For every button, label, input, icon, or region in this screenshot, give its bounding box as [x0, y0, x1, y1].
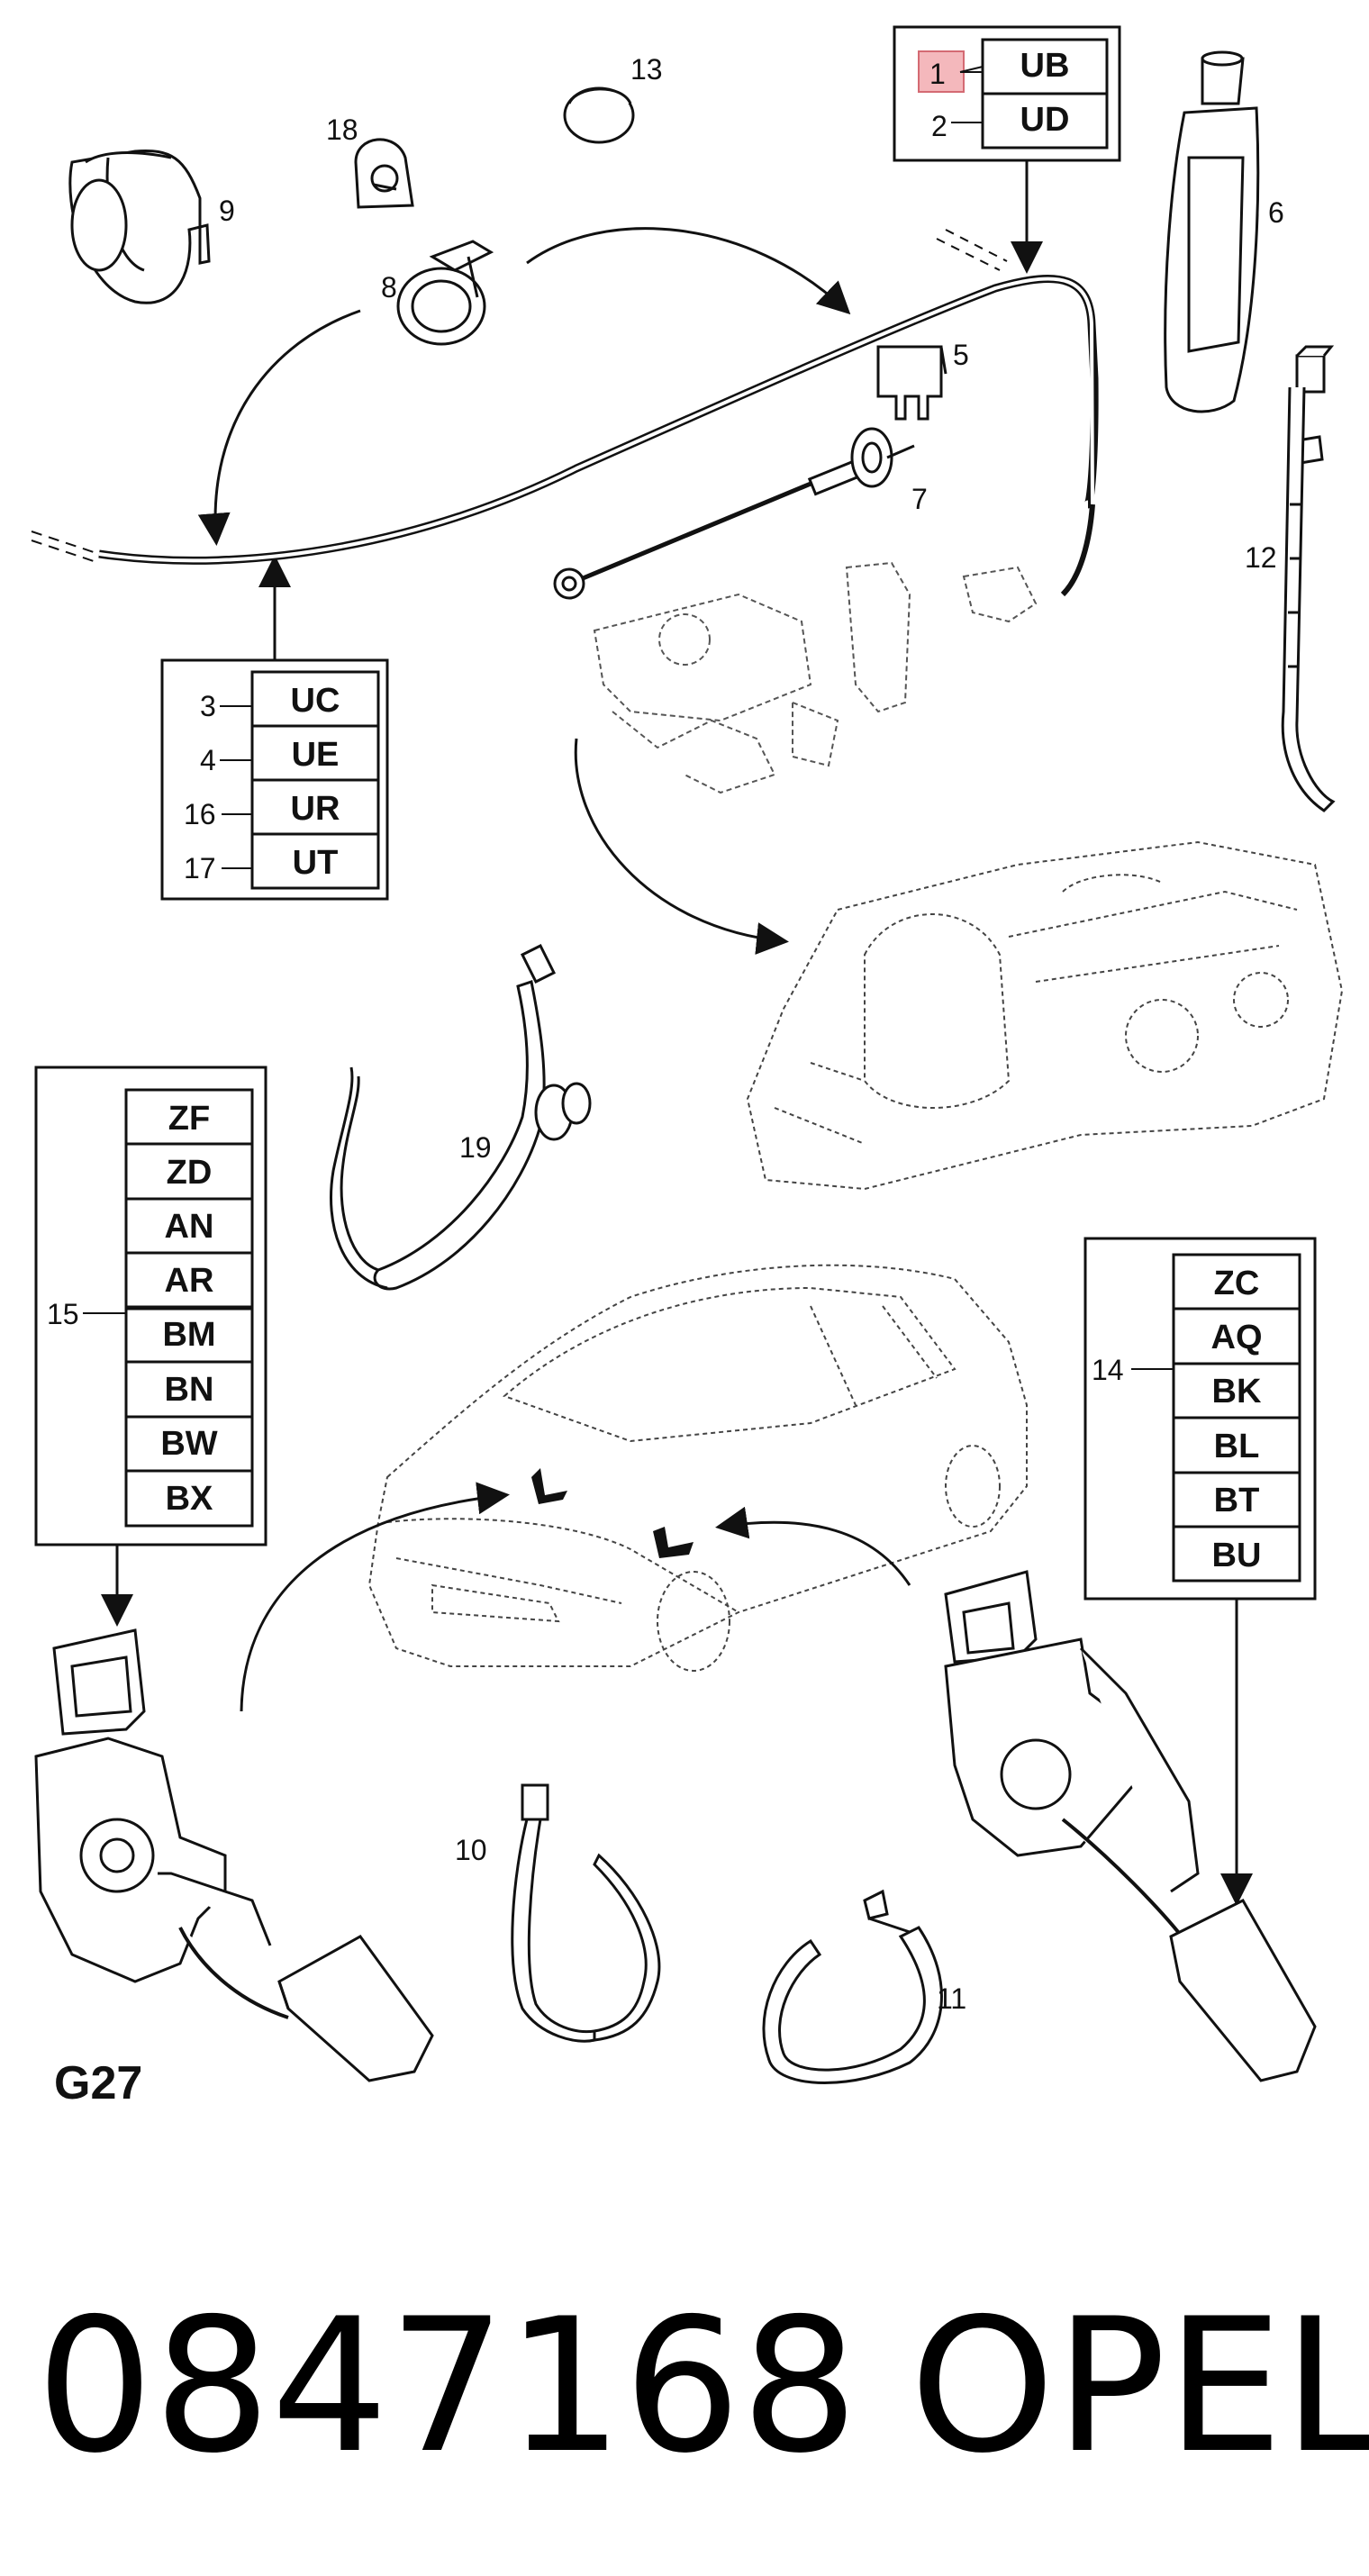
grease-tube-6	[1164, 50, 1260, 413]
callout-16: 16	[184, 798, 216, 830]
clip-9	[68, 150, 211, 304]
arrow-clip-to-cable	[197, 309, 361, 546]
callout-5: 5	[953, 339, 969, 371]
wiring-harness-19	[330, 943, 592, 1291]
throttle-cable	[31, 229, 1099, 597]
callout-11: 11	[937, 1982, 966, 2015]
throttle-brackets	[593, 561, 1038, 794]
clip-18	[354, 138, 414, 209]
code-UR: UR	[291, 790, 340, 828]
code-box-right: ZC AQ BK BL BT BU 14	[1083, 1237, 1317, 1906]
cable-tie-10	[511, 1783, 661, 2043]
pedal-mark-right	[653, 1527, 694, 1558]
code-BN: BN	[165, 1371, 214, 1409]
code-AR: AR	[165, 1262, 214, 1300]
clip-5	[876, 345, 947, 421]
code-BL: BL	[1214, 1428, 1260, 1465]
code-UB: UB	[1020, 47, 1070, 85]
arrow-clip8-to-cable	[526, 227, 851, 315]
code-AQ: AQ	[1211, 1319, 1263, 1356]
callout-14: 14	[1092, 1354, 1124, 1386]
code-BM: BM	[162, 1316, 215, 1354]
accelerator-pedal-left	[34, 1628, 434, 2082]
callout-13: 13	[630, 53, 663, 86]
code-BK: BK	[1212, 1373, 1262, 1410]
plug-13	[563, 86, 635, 144]
code-UD: UD	[1020, 101, 1070, 139]
highlight-marker	[918, 50, 965, 93]
sheet-code: G27	[54, 2057, 142, 2109]
callout-2: 2	[931, 110, 947, 142]
car	[367, 1264, 1028, 1672]
cable-end-7	[553, 427, 915, 600]
cable-tie-12	[1281, 345, 1336, 812]
arrow-left-pedal	[240, 1482, 510, 1712]
callout-15: 15	[47, 1298, 79, 1330]
code-BT: BT	[1214, 1482, 1260, 1519]
code-AN: AN	[165, 1208, 214, 1246]
callout-4: 4	[200, 744, 216, 776]
callout-1: 1	[929, 58, 946, 90]
part-number: 0847168	[36, 2280, 858, 2494]
engine	[746, 840, 1344, 1191]
callout-12: 12	[1245, 541, 1277, 574]
code-box-cable: UC UE UR UT 3 4 16 17	[160, 555, 389, 901]
code-ZD: ZD	[167, 1154, 213, 1192]
callout-17: 17	[184, 852, 216, 884]
callout-8: 8	[381, 271, 397, 304]
code-ZC: ZC	[1214, 1265, 1260, 1302]
code-ZF: ZF	[168, 1100, 210, 1138]
callout-18: 18	[326, 113, 358, 146]
callout-3: 3	[200, 690, 216, 722]
arrow-right-pedal	[715, 1506, 911, 1586]
code-box-top: 1 2 UB UD	[893, 25, 1121, 274]
arrow-bracket-to-engine	[574, 738, 789, 955]
code-BX: BX	[166, 1480, 213, 1518]
callout-6: 6	[1268, 196, 1284, 229]
callout-9: 9	[219, 195, 235, 227]
brand-name: OPEL	[910, 2280, 1369, 2494]
code-BU: BU	[1212, 1537, 1262, 1574]
clamp-8	[396, 240, 494, 346]
code-box-left: ZF ZD AN AR BM BN BW BX 15	[34, 1066, 267, 1627]
code-UC: UC	[291, 682, 340, 720]
callout-10: 10	[455, 1834, 487, 1866]
code-UE: UE	[292, 736, 340, 774]
code-UT: UT	[293, 844, 339, 882]
code-BW: BW	[160, 1425, 217, 1463]
band-strap-11	[762, 1889, 943, 2084]
callout-19: 19	[459, 1131, 492, 1164]
callout-7: 7	[911, 483, 928, 515]
pedal-mark-left	[531, 1468, 567, 1504]
accelerator-pedal-right	[944, 1570, 1317, 2082]
